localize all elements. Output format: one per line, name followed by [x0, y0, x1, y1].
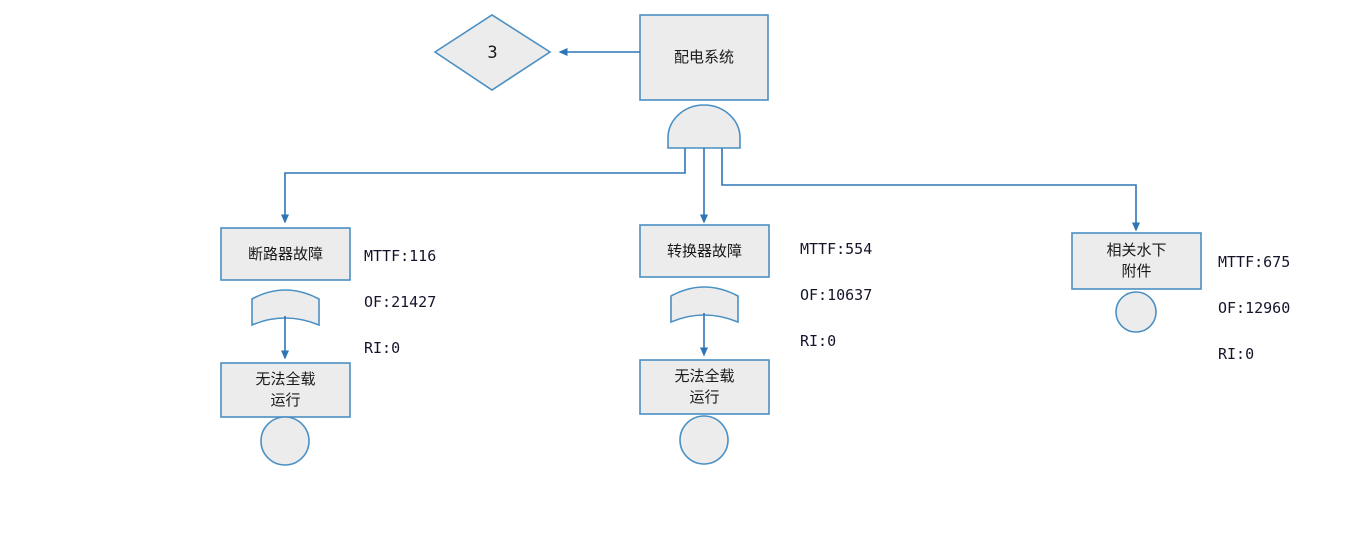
- or-gate-converter[interactable]: [670, 286, 739, 324]
- transfer-diamond[interactable]: [433, 14, 552, 91]
- or-gate-breaker[interactable]: [251, 289, 320, 327]
- metric-of-breaker: OF:21427: [364, 293, 437, 311]
- metric-mttf-subsea: MTTF:675: [1218, 253, 1291, 271]
- edge-root-to-breaker: [281, 148, 686, 224]
- node-leaf-converter-box[interactable]: [639, 359, 770, 415]
- basic-event-converter-circle[interactable]: [679, 415, 729, 465]
- metric-ri-breaker: RI:0: [364, 339, 401, 357]
- node-leaf-breaker-box[interactable]: [220, 362, 351, 418]
- metric-mttf-converter: MTTF:554: [800, 240, 873, 258]
- metric-of-subsea: OF:12960: [1218, 299, 1291, 317]
- transfer-diamond-label: 3: [487, 42, 498, 63]
- metric-of-converter: OF:10637: [800, 286, 873, 304]
- node-branch-converter-box[interactable]: [639, 224, 770, 278]
- metric-mttf-breaker: MTTF:116: [364, 247, 437, 265]
- metric-ri-converter: RI:0: [800, 332, 837, 350]
- node-root-box[interactable]: [639, 14, 769, 101]
- metrics-breaker: MTTF:116 OF:21427 RI:0: [364, 222, 436, 383]
- basic-event-breaker-circle[interactable]: [260, 416, 310, 466]
- edge-root-to-subsea: [721, 148, 1140, 232]
- metric-ri-subsea: RI:0: [1218, 345, 1255, 363]
- and-gate-root[interactable]: [667, 104, 741, 149]
- node-branch-breaker-box[interactable]: [220, 227, 351, 281]
- basic-event-subsea-circle[interactable]: [1115, 291, 1157, 333]
- metrics-converter: MTTF:554 OF:10637 RI:0: [800, 215, 872, 376]
- metrics-subsea: MTTF:675 OF:12960 RI:0: [1218, 228, 1290, 389]
- node-branch-subsea-box[interactable]: [1071, 232, 1202, 290]
